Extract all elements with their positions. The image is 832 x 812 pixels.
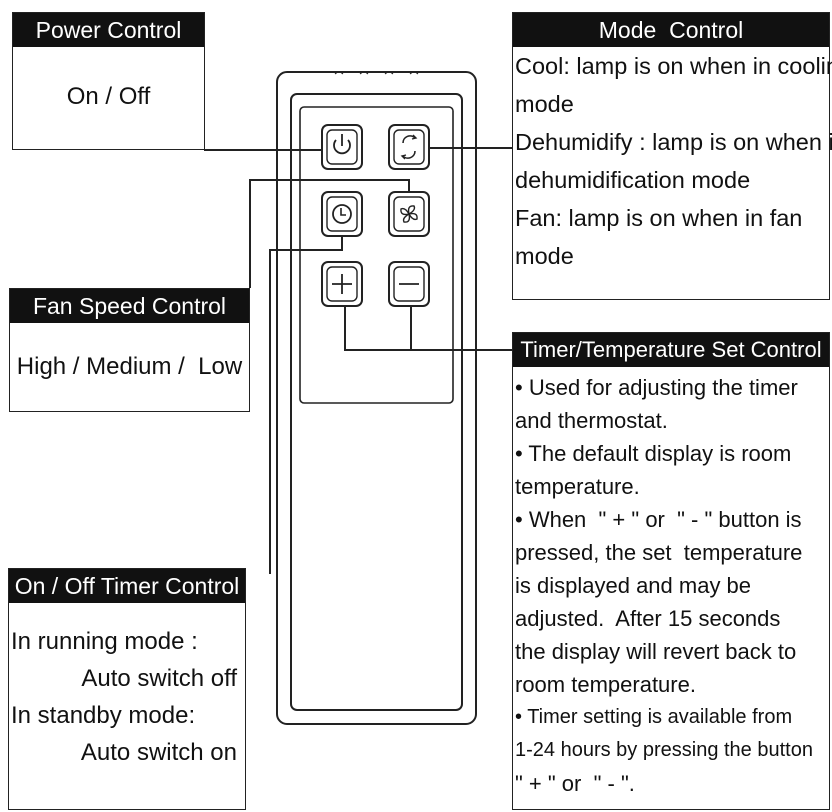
timer-temp-line: • Used for adjusting the timer xyxy=(515,375,798,400)
power-control-title: Power Control xyxy=(13,13,204,47)
plus-icon xyxy=(332,274,352,294)
fan-speed-control-title: Fan Speed Control xyxy=(10,289,249,323)
timer-control-desc: In running mode : Auto switch off In sta… xyxy=(9,623,245,771)
timer-clock-icon xyxy=(332,204,352,224)
timer-temp-line: " + " or " - ". xyxy=(515,771,635,796)
mode-line: dehumidification mode xyxy=(515,167,751,193)
timer-temp-line: • When " + " or " - " button is xyxy=(515,507,802,532)
power-control-desc: On / Off xyxy=(66,83,151,110)
timer-temp-line: 1-24 hours by pressing the button xyxy=(515,739,813,761)
remote-button-panel xyxy=(299,106,454,404)
timer-button[interactable] xyxy=(321,191,363,237)
timer-mode-label: In standby mode: xyxy=(11,702,196,729)
fan-button[interactable] xyxy=(388,191,430,237)
mode-line: Cool: lamp is on when in cooling xyxy=(515,53,832,79)
plus-button[interactable] xyxy=(321,261,363,307)
remote-inner-panel xyxy=(290,93,463,711)
remote-body xyxy=(276,71,477,725)
mode-line: mode xyxy=(515,243,574,269)
timer-control-title: On / Off Timer Control xyxy=(9,569,245,603)
timer-temp-line: and thermostat. xyxy=(515,408,668,433)
timer-temp-control-desc: • Used for adjusting the timer and therm… xyxy=(513,371,829,800)
timer-temp-line: pressed, the set temperature xyxy=(515,540,803,565)
timer-temp-control-box: Timer/Temperature Set Control • Used for… xyxy=(512,332,830,810)
timer-temp-line: temperature. xyxy=(515,474,640,499)
fan-speed-control-desc: High / Medium / Low xyxy=(16,353,243,380)
mode-line: Dehumidify : lamp is on when in xyxy=(515,129,832,155)
power-control-box: Power Control On / Off xyxy=(12,12,205,150)
timer-temp-line: • Timer setting is available from xyxy=(515,706,793,728)
mode-line: mode xyxy=(515,91,574,117)
fan-speed-connector xyxy=(249,179,410,288)
timer-temp-connector xyxy=(344,306,512,351)
timer-mode-value: Auto switch on xyxy=(80,739,237,766)
timer-temp-control-title: Timer/Temperature Set Control xyxy=(513,333,829,367)
timer-mode-value: Auto switch off xyxy=(81,665,237,692)
fan-icon xyxy=(400,205,418,223)
mode-button[interactable] xyxy=(388,124,430,170)
power-button[interactable] xyxy=(321,124,363,170)
timer-temp-line: adjusted. After 15 seconds xyxy=(515,606,781,631)
mode-line: Fan: lamp is on when in fan xyxy=(515,205,803,231)
connector-lines xyxy=(204,147,512,574)
mode-control-desc: Cool: lamp is on when in cooling mode De… xyxy=(513,47,832,275)
minus-button[interactable] xyxy=(388,261,430,307)
mode-control-box: Mode Control Cool: lamp is on when in co… xyxy=(512,12,832,300)
timer-temp-line: is displayed and may be xyxy=(515,573,752,598)
timer-temp-line: room temperature. xyxy=(515,672,696,697)
mode-cycle-icon xyxy=(400,134,418,160)
timer-temp-line: • The default display is room xyxy=(515,441,792,466)
power-icon xyxy=(333,134,351,155)
mode-control-title: Mode Control xyxy=(513,13,829,47)
fan-speed-control-box: Fan Speed Control High / Medium / Low xyxy=(9,288,250,412)
timer-connector xyxy=(269,236,343,574)
timer-mode-label: In running mode : xyxy=(11,628,198,655)
timer-temp-line: the display will revert back to xyxy=(515,639,797,664)
timer-control-box: On / Off Timer Control In running mode :… xyxy=(8,568,246,810)
